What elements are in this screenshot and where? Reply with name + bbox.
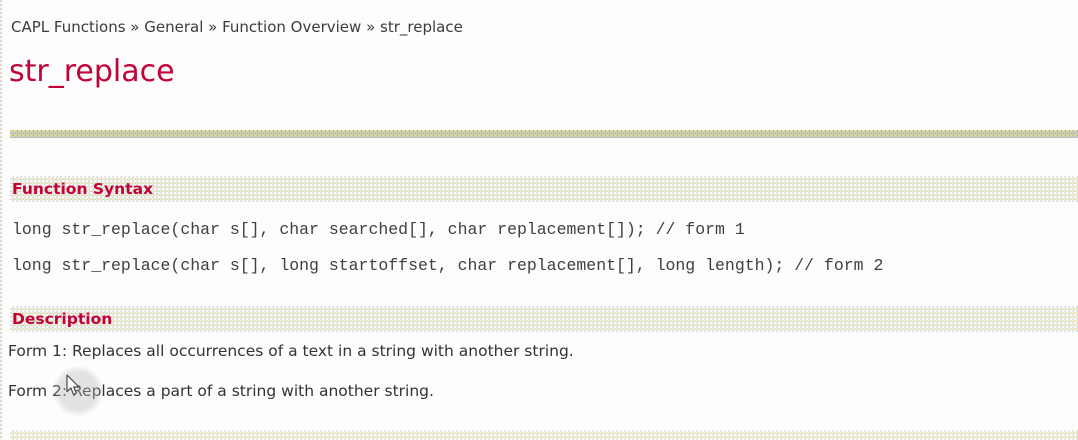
- code-line: long str_replace(char s[], long startoff…: [12, 255, 884, 275]
- breadcrumb-separator: »: [203, 18, 223, 36]
- breadcrumb-segment: str_replace: [380, 18, 463, 36]
- breadcrumb-link[interactable]: str_replace: [380, 18, 463, 36]
- section-header-description: Description: [10, 306, 1078, 332]
- breadcrumb-separator: »: [361, 18, 381, 36]
- breadcrumb-link[interactable]: General: [144, 18, 204, 36]
- top-divider: [10, 130, 1078, 138]
- breadcrumb-link[interactable]: CAPL Functions: [11, 18, 126, 36]
- description-paragraph: Form 2: Replaces a part of a string with…: [8, 382, 434, 400]
- section-heading-label: Description: [12, 310, 113, 328]
- page-title: str_replace: [9, 54, 175, 89]
- code-block: long str_replace(char s[], char searched…: [12, 211, 1078, 283]
- description-paragraph: Form 1: Replaces all occurrences of a te…: [8, 342, 574, 360]
- description-paragraphs: Form 1: Replaces all occurrences of a te…: [8, 331, 1078, 411]
- section-header-function-syntax: Function Syntax: [10, 176, 1078, 202]
- section-heading-label: Function Syntax: [12, 180, 154, 198]
- breadcrumb: CAPL Functions » General » Function Over…: [11, 17, 463, 37]
- bottom-section-bar: [10, 430, 1078, 440]
- breadcrumb-segment: CAPL Functions »: [11, 18, 144, 36]
- code-line: long str_replace(char s[], char searched…: [12, 219, 745, 239]
- breadcrumb-segment: Function Overview »: [222, 18, 380, 36]
- breadcrumb-link[interactable]: Function Overview: [222, 18, 362, 36]
- left-edge-border: [0, 0, 2, 440]
- breadcrumb-segment: General »: [144, 18, 222, 36]
- breadcrumb-separator: »: [125, 18, 145, 36]
